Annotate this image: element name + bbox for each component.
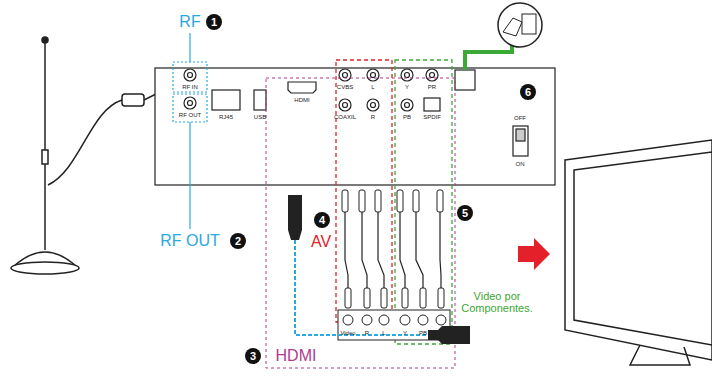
input-label: L	[382, 330, 385, 336]
port-label: CVBS	[337, 84, 353, 90]
port-heading: RF OUT	[160, 233, 220, 249]
port-label: PB	[403, 114, 411, 120]
component-group	[395, 60, 452, 344]
callout-number: 1	[206, 14, 222, 30]
direction-arrow	[518, 238, 550, 270]
switch-label: OFF	[514, 115, 526, 121]
port-label: HDMI	[294, 97, 309, 103]
switch-label: ON	[516, 161, 525, 167]
group-heading: AV	[311, 234, 331, 250]
callout-number: 4	[314, 212, 330, 228]
rf-groups	[173, 33, 207, 229]
input-label: R	[365, 330, 369, 336]
rca-cables	[342, 190, 444, 308]
television	[565, 140, 712, 365]
group-note: Video por Componentes.	[458, 290, 536, 314]
port-label: SPDIF	[423, 114, 441, 120]
antenna	[11, 37, 168, 274]
input-label: Video	[340, 330, 355, 336]
input-label: Y	[403, 330, 407, 336]
callout-number: 6	[520, 84, 536, 100]
port-label: RF OUT	[179, 112, 201, 118]
receiver-box	[155, 68, 555, 185]
port-label: PR	[428, 84, 436, 90]
power-cord	[465, 3, 542, 70]
port-label: R	[371, 114, 375, 120]
port-label: RJ45	[219, 114, 233, 120]
port-label: L	[371, 84, 374, 90]
port-heading: RF	[179, 14, 200, 30]
av-group	[336, 60, 392, 322]
callout-number: 3	[245, 348, 261, 364]
hdmi-cable	[288, 195, 470, 344]
port-label: COAXIL	[334, 114, 356, 120]
input-label: PB	[419, 330, 427, 336]
callout-number: 2	[230, 233, 246, 249]
port-label: USB	[254, 114, 266, 120]
callout-number: 5	[457, 205, 473, 221]
input-label: PR	[437, 330, 445, 336]
port-label: RF IN	[182, 84, 198, 90]
hdmi-group	[266, 78, 455, 368]
group-heading: HDMI	[276, 348, 317, 364]
port-label: Y	[405, 84, 409, 90]
